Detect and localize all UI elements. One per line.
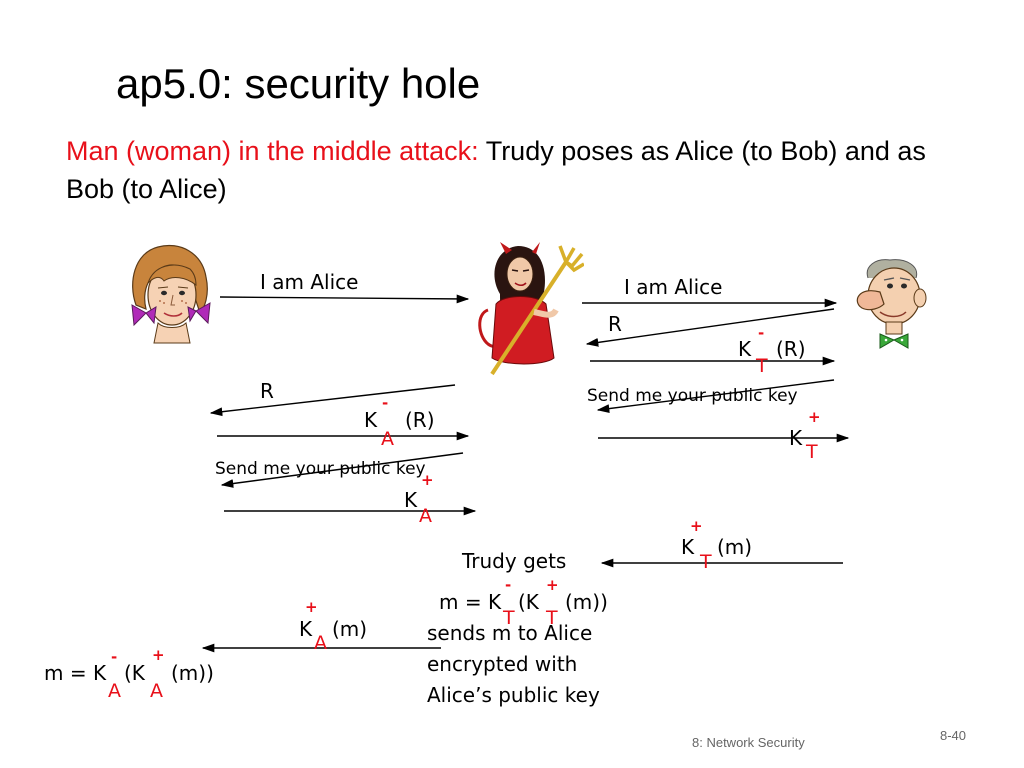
- msg-alice-kplus-k: K: [404, 488, 418, 512]
- msg-alice-i-am-alice: I am Alice: [260, 270, 359, 294]
- msg-trudy-kt-t: T: [756, 355, 768, 377]
- msg-alice-m-plus: +: [152, 646, 165, 664]
- arrow-bob-to-trudy-sendkey: [596, 379, 835, 413]
- msg-alice-kplus-plus: +: [421, 471, 434, 489]
- msg-trudy-sends-line3: Alice’s public key: [427, 683, 600, 707]
- msg-trudy-m-suffix: (m)): [565, 590, 608, 614]
- footer-course: 8: Network Security: [692, 735, 805, 750]
- msg-alice-m-suffix: (m)): [171, 661, 214, 685]
- page-number: 8-40: [940, 728, 967, 743]
- msg-trudy-i-am-alice: I am Alice: [624, 275, 723, 299]
- msg-trudy-kt-minus: -: [758, 324, 765, 342]
- msg-alice-send-key: Send me your public key: [215, 459, 426, 479]
- msg-bob-ktm-plus: +: [690, 517, 703, 535]
- msg-trudy-kt-k: K: [738, 337, 752, 361]
- msg-trudy-r: R: [260, 379, 274, 403]
- msg-trudy-gets: Trudy gets: [462, 549, 567, 573]
- msg-trudy-m-mid: (K: [518, 590, 539, 614]
- arrow-alice-to-trudy-iam: [219, 294, 470, 304]
- trudy-figure: [478, 242, 584, 376]
- slide-title: ap5.0: security hole: [116, 60, 481, 107]
- subtitle-highlight: Man (woman) in the middle attack:: [66, 136, 479, 166]
- msg-bob-kt-k: K: [789, 426, 803, 450]
- msg-alice-m-a1: A: [108, 680, 121, 702]
- bob-figure: [856, 259, 927, 349]
- msg-alice-ka-k: K: [364, 408, 378, 432]
- msg-trudy-m-minus: -: [505, 576, 512, 594]
- msg-alice-m-minus: -: [111, 648, 118, 666]
- msg-bob-kt-plus: +: [808, 408, 821, 426]
- alice-figure: [131, 245, 211, 344]
- msg-trudy-kt-r: (R): [776, 337, 806, 361]
- msg-alice-m-prefix: m = K: [44, 661, 107, 685]
- msg-alice-ka-minus: -: [382, 394, 389, 412]
- msg-bob-ktm-k: K: [681, 535, 695, 559]
- msg-alice-kplus-a: A: [419, 505, 432, 527]
- msg-trudy-sends-line2: encrypted with: [427, 652, 578, 676]
- msg-trudy-kam-a: A: [314, 632, 327, 654]
- subtitle-text: Trudy poses as Alice (to Bob) and as Bob…: [66, 136, 926, 204]
- msg-alice-m-mid: (K: [124, 661, 145, 685]
- msg-trudy-kam-k: K: [299, 617, 313, 641]
- msg-trudy-sends-line1: sends m to Alice: [427, 621, 593, 645]
- arrow-bob-to-trudy-r: [585, 308, 835, 347]
- arrow-trudy-to-alice-r: [209, 384, 456, 417]
- msg-alice-m-a2: A: [150, 680, 163, 702]
- msg-alice-ka-a: A: [381, 428, 394, 450]
- msg-bob-r: R: [608, 312, 622, 336]
- msg-alice-ka-r: (R): [405, 408, 435, 432]
- msg-bob-ktm-t: T: [700, 551, 712, 573]
- msg-trudy-kam-plus: +: [305, 598, 318, 616]
- msg-trudy-m-prefix: m = K: [439, 590, 502, 614]
- msg-trudy-kam-m: (m): [332, 617, 368, 641]
- msg-bob-ktm-m: (m): [717, 535, 753, 559]
- arrow-trudy-to-alice-sendkey: [220, 452, 464, 488]
- slide-subtitle: Man (woman) in the middle attack: Trudy …: [66, 132, 936, 208]
- msg-trudy-m-plus: +: [546, 576, 559, 594]
- msg-trudy-m-t1: T: [503, 607, 515, 629]
- msg-bob-kt-t: T: [806, 441, 818, 463]
- msg-bob-send-key: Send me your public key: [587, 386, 798, 406]
- msg-trudy-m-t2: T: [546, 607, 558, 629]
